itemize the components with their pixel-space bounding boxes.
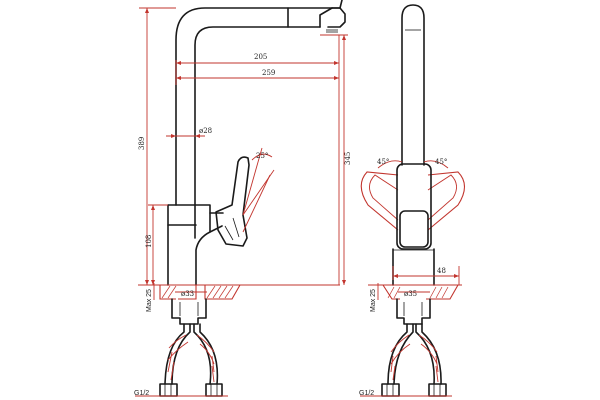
front-width-dimension: 48 [392, 266, 460, 285]
side-reach-dimensions: 205 259 [175, 35, 340, 285]
rotate-left-label: 45° [377, 158, 389, 166]
reach-total-label: 259 [262, 69, 275, 77]
front-view: 45° 45° 48 [359, 4, 466, 397]
rotate-right-label: 45° [435, 158, 447, 166]
side-countertop: ø33 Max 25 [138, 283, 340, 312]
side-lever-angle: 25° [242, 147, 275, 233]
spout-diameter-label: ø28 [199, 127, 212, 135]
side-height-dimensions: 389 108 345 [138, 7, 352, 285]
front-width-label: 48 [437, 267, 446, 275]
front-countertop: ø35 Max 25 [368, 283, 462, 312]
height-body-label: 108 [145, 235, 153, 248]
height-total-label: 389 [138, 137, 146, 150]
side-countertop-hatch [161, 285, 234, 299]
front-rotation-fan: 45° 45° [360, 158, 466, 231]
max-thickness-front-label: Max 25 [370, 289, 377, 312]
lever-angle-label: 25° [256, 152, 268, 160]
side-lever [215, 156, 250, 247]
reach-inner-label: 205 [254, 53, 267, 61]
side-body [167, 204, 224, 286]
base-diameter-front-label: ø35 [404, 290, 417, 298]
side-view: 25° 205 259 ø28 389 [134, 0, 352, 397]
front-spout [401, 4, 425, 166]
front-countertop-hatch [387, 286, 449, 299]
height-spout-label: 345 [344, 152, 352, 165]
side-spout-diameter: ø28 [166, 127, 212, 138]
thread-front-label: G1/2 [359, 390, 374, 397]
base-diameter-side-label: ø33 [181, 290, 194, 298]
side-spout [175, 0, 346, 206]
front-lever-body [392, 163, 435, 286]
front-shank-hoses: G1/2 [359, 298, 452, 397]
max-thickness-side-label: Max 25 [146, 289, 153, 312]
thread-side-label: G1/2 [134, 390, 149, 397]
side-shank-hoses: G1/2 [134, 298, 228, 397]
